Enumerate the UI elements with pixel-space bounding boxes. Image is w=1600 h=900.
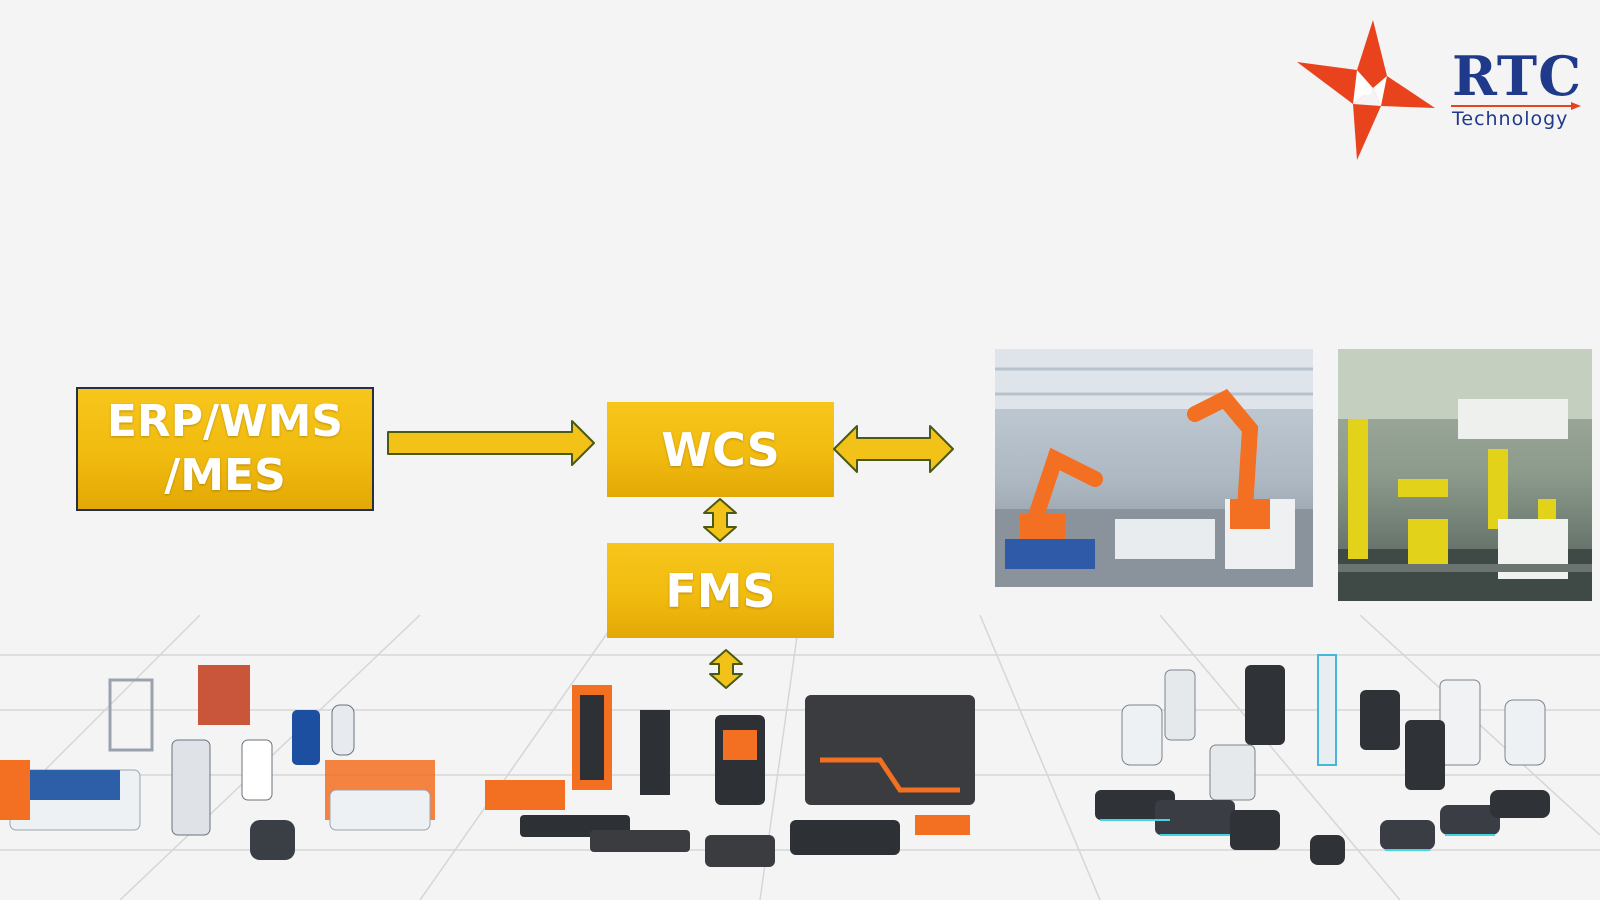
arrow-double-horizontal-icon <box>833 425 954 473</box>
arrow-right-icon <box>387 420 595 466</box>
erp-line-2: /MES <box>164 450 286 501</box>
logo-subtitle: Technology <box>1452 108 1569 130</box>
wcs-box: WCS <box>607 402 834 497</box>
erp-line-1: ERP/WMS <box>106 396 344 447</box>
arrow-double-vertical-icon <box>703 498 737 542</box>
star-logo-icon <box>1297 20 1435 160</box>
robotic-arms-photo <box>995 349 1313 587</box>
rtc-logo: RTC Technology <box>1295 18 1585 163</box>
assembly-line-photo <box>1338 349 1592 601</box>
fms-box: FMS <box>607 543 834 638</box>
erp-wms-mes-box: ERP/WMS /MES <box>76 387 374 511</box>
agv-fleet-left <box>0 665 435 860</box>
logo-underline-arrow-icon <box>1451 102 1581 110</box>
logo-title: RTC <box>1452 44 1583 108</box>
agv-fleet-center <box>485 685 975 867</box>
amr-fleet-right <box>1095 654 1550 865</box>
arrow-double-vertical-icon <box>709 649 743 689</box>
